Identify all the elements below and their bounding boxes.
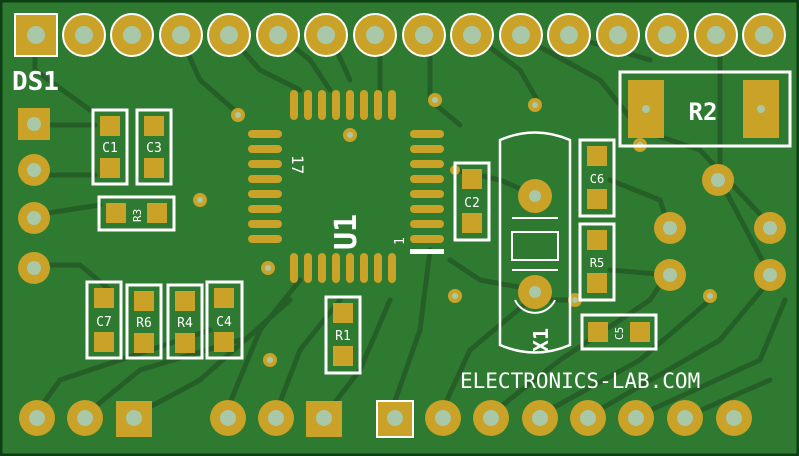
ds1-label: DS1: [12, 67, 59, 97]
r4-label: R4: [177, 316, 193, 331]
header-top-row: [14, 13, 786, 57]
c3: C3: [135, 108, 173, 186]
r3: R3: [97, 195, 176, 232]
right-pads: [654, 164, 786, 291]
u1-pin1-marker: [410, 249, 444, 254]
ds1-left-pads: [18, 108, 50, 284]
u1-ic: [248, 90, 444, 283]
r5-label: R5: [590, 256, 604, 270]
u1-label: U1: [329, 214, 364, 250]
r2-label: R2: [689, 98, 718, 126]
r5: R5: [578, 222, 616, 302]
c4: C4: [205, 280, 244, 360]
c7-label: C7: [96, 315, 112, 330]
website-label: ELECTRONICS-LAB.COM: [460, 369, 700, 393]
r3-label: R3: [131, 209, 144, 222]
c2: C2: [453, 161, 491, 242]
c4-label: C4: [216, 315, 232, 330]
c3-label: C3: [146, 141, 162, 156]
r1: R1: [324, 295, 362, 375]
c6-label: C6: [590, 172, 604, 186]
r6: R6: [125, 283, 163, 360]
c2-label: C2: [464, 196, 480, 211]
x1-crystal: X1: [498, 131, 572, 354]
c1: C1: [91, 108, 129, 186]
c5: C5: [580, 313, 658, 351]
c1-label: C1: [102, 141, 118, 156]
r4: R4: [166, 283, 204, 360]
c5-label: C5: [613, 327, 626, 340]
c6: C6: [578, 138, 616, 218]
r2: R2: [618, 70, 792, 148]
r1-label: R1: [335, 329, 351, 344]
u1-pin1-label: 1: [393, 237, 408, 245]
u1-pin17-label: 17: [288, 155, 307, 174]
r6-label: R6: [136, 316, 152, 331]
bottom-pads: [19, 400, 752, 438]
x1-label: X1: [529, 328, 553, 352]
c7: C7: [85, 280, 123, 360]
